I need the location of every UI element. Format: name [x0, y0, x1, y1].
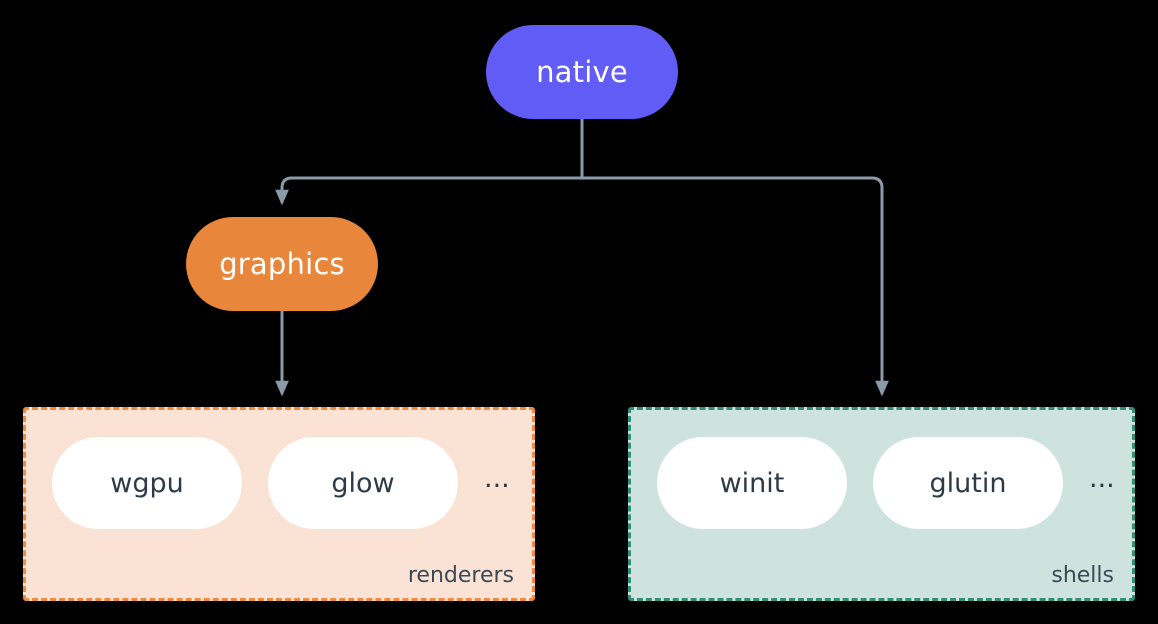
- renderers-ellipsis: ...: [484, 462, 510, 494]
- node-graphics-label: graphics: [219, 247, 345, 281]
- group-shells: winit glutin ... shells: [628, 407, 1135, 601]
- leaf-wgpu[interactable]: wgpu: [52, 437, 242, 529]
- group-renderers-items: wgpu glow ...: [52, 437, 510, 529]
- leaf-winit-label: winit: [719, 467, 785, 499]
- group-shells-items: winit glutin ...: [657, 437, 1115, 529]
- leaf-glutin-label: glutin: [929, 467, 1007, 499]
- leaf-winit[interactable]: winit: [657, 437, 847, 529]
- group-shells-label: shells: [1051, 563, 1114, 588]
- node-native-label: native: [536, 55, 628, 89]
- edge-native-to-graphics: [275, 119, 584, 206]
- edge-native-to-shells: [580, 119, 889, 397]
- leaf-glutin[interactable]: glutin: [873, 437, 1063, 529]
- leaf-glow-label: glow: [331, 467, 395, 499]
- group-renderers: wgpu glow ... renderers: [23, 407, 535, 601]
- node-native[interactable]: native: [486, 25, 678, 119]
- group-renderers-label: renderers: [407, 563, 514, 588]
- leaf-glow[interactable]: glow: [268, 437, 458, 529]
- shells-ellipsis: ...: [1089, 462, 1115, 494]
- leaf-wgpu-label: wgpu: [110, 467, 184, 499]
- node-graphics[interactable]: graphics: [186, 217, 378, 311]
